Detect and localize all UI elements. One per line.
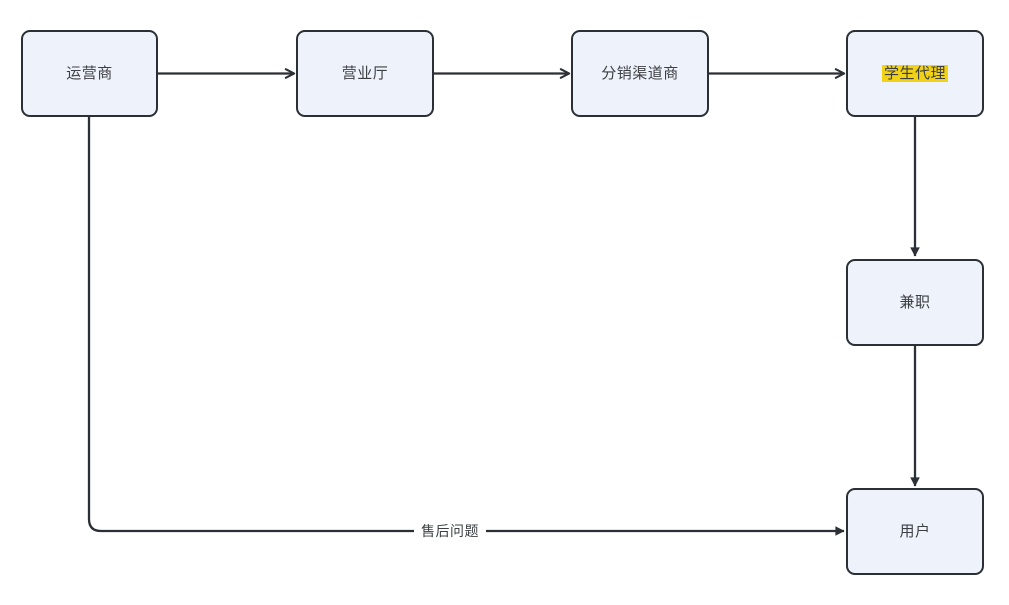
node-business-hall-label: 营业厅 xyxy=(341,65,389,82)
edge-operator-to-user xyxy=(87,117,845,536)
node-operator[interactable]: 运营商 xyxy=(21,30,158,117)
node-operator-label: 运营商 xyxy=(66,65,113,82)
node-distributor[interactable]: 分销渠道商 xyxy=(571,30,709,117)
node-user[interactable]: 用户 xyxy=(846,488,984,575)
node-part-time[interactable]: 兼职 xyxy=(846,259,984,346)
node-student-agent[interactable]: 学生代理 xyxy=(846,30,984,117)
node-student-agent-label: 学生代理 xyxy=(881,65,948,82)
node-user-label: 用户 xyxy=(899,523,931,540)
node-part-time-label: 兼职 xyxy=(899,294,931,311)
edge-label-after-sales-issue: 售后问题 xyxy=(414,524,486,538)
node-distributor-label: 分销渠道商 xyxy=(601,65,679,82)
node-business-hall[interactable]: 营业厅 xyxy=(296,30,434,117)
